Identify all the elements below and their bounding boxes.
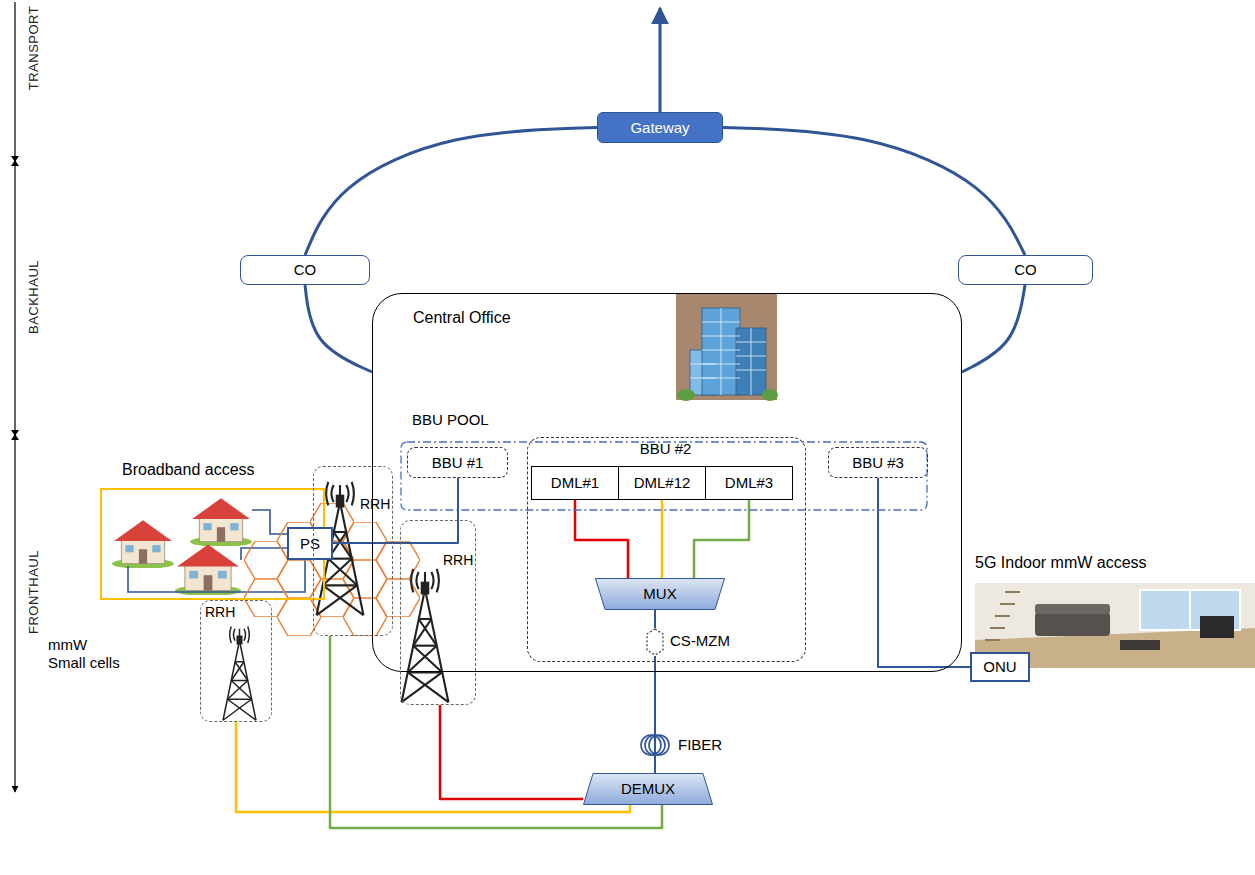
bbu-box: BBU #3 xyxy=(828,447,928,478)
node-text: BBU #2 xyxy=(640,440,692,458)
node-text: DML#12 xyxy=(634,474,691,492)
node-text: CO xyxy=(1014,261,1037,279)
node-text: BBU #3 xyxy=(852,454,904,472)
layer-axis xyxy=(11,2,19,792)
houses-picture xyxy=(112,498,305,596)
splitter-box: PS xyxy=(287,527,333,560)
demux-block-outline xyxy=(583,773,713,805)
bbu-box: BBU #2 DML#1 DML#12 DML#3MUX CS-MZM xyxy=(527,437,806,662)
node-text: RRH xyxy=(360,496,390,513)
wavelength-link xyxy=(440,705,583,799)
laser-cell: DML#1 xyxy=(531,466,619,500)
node-text: BBU #1 xyxy=(432,454,484,472)
fiber-link xyxy=(654,656,656,773)
rrh-cell: RRH xyxy=(313,466,393,636)
group-label: mmW Small cells xyxy=(48,636,124,672)
modulator-symbol: CS-MZM xyxy=(646,628,664,656)
mux-block: MUX xyxy=(595,578,725,610)
central-office-region: Central OfficeBBU POOL BBU #1 BBU #2 DML#1 D… xyxy=(372,293,962,672)
node-text: PS xyxy=(300,535,320,553)
wavelength-link xyxy=(236,722,630,812)
node-text: CO xyxy=(294,261,317,279)
node-text: Central Office xyxy=(413,308,511,327)
node-text: DML#1 xyxy=(551,474,599,492)
cell-grid xyxy=(244,503,420,636)
office-box: CO xyxy=(958,255,1093,285)
node-text: BBU POOL xyxy=(412,411,489,429)
node-text: MUX xyxy=(643,585,676,603)
node-text: CS-MZM xyxy=(670,632,730,650)
broadband-area: Broadband accessPS xyxy=(100,488,325,600)
rrh-cell: RRH xyxy=(400,520,476,705)
rrh-cell: RRH xyxy=(200,600,272,722)
demux-block: DEMUX xyxy=(583,773,713,805)
bbu-pool-outline xyxy=(400,441,928,511)
fiber-link xyxy=(654,610,656,628)
ring-link xyxy=(305,128,597,256)
bbu-pool: BBU POOLBBU #1BBU #2DML#1DML#12DML#3MUXC… xyxy=(400,441,928,511)
node-text: 5G Indoor mmW access xyxy=(975,553,1147,572)
wavelength-link xyxy=(694,500,749,578)
mux-block-outline xyxy=(595,578,725,610)
node-text: RRH xyxy=(443,552,473,569)
node-text: RRH xyxy=(205,604,235,621)
layer-label: FRONTHAUL xyxy=(26,550,42,634)
building-picture xyxy=(676,293,778,401)
ring-link xyxy=(723,128,1025,256)
fiber-link xyxy=(333,478,458,543)
room-picture xyxy=(975,583,1255,668)
ring-link xyxy=(962,285,1025,372)
uplink-arrow xyxy=(659,8,662,112)
layer-label: BACKHAUL xyxy=(26,260,42,334)
fiber-label: FIBER xyxy=(678,736,722,754)
node-text: Broadband access xyxy=(122,460,255,479)
ring-link xyxy=(305,285,372,372)
antenna-towers xyxy=(223,482,448,720)
wavelength-link xyxy=(661,500,664,578)
bbu-box: BBU #1 xyxy=(407,447,508,478)
wavelength-link xyxy=(575,500,628,578)
wavelength-link xyxy=(330,636,662,828)
node-text: DML#3 xyxy=(725,474,773,492)
office-box: CO xyxy=(240,255,370,285)
node-text: DEMUX xyxy=(621,780,675,798)
gateway-box: Gateway xyxy=(597,112,723,143)
onu-box: ONU xyxy=(970,652,1030,682)
laser-cell: DML#3 xyxy=(705,466,793,500)
fiber-link xyxy=(878,478,970,667)
node-text: Gateway xyxy=(630,119,689,137)
layer-label: TRANSPORT xyxy=(26,6,42,90)
laser-cell: DML#12 xyxy=(618,466,706,500)
modulator-symbol-outline xyxy=(646,628,664,656)
node-text: ONU xyxy=(983,658,1016,676)
indoor-area: 5G Indoor mmW access xyxy=(975,583,1255,668)
